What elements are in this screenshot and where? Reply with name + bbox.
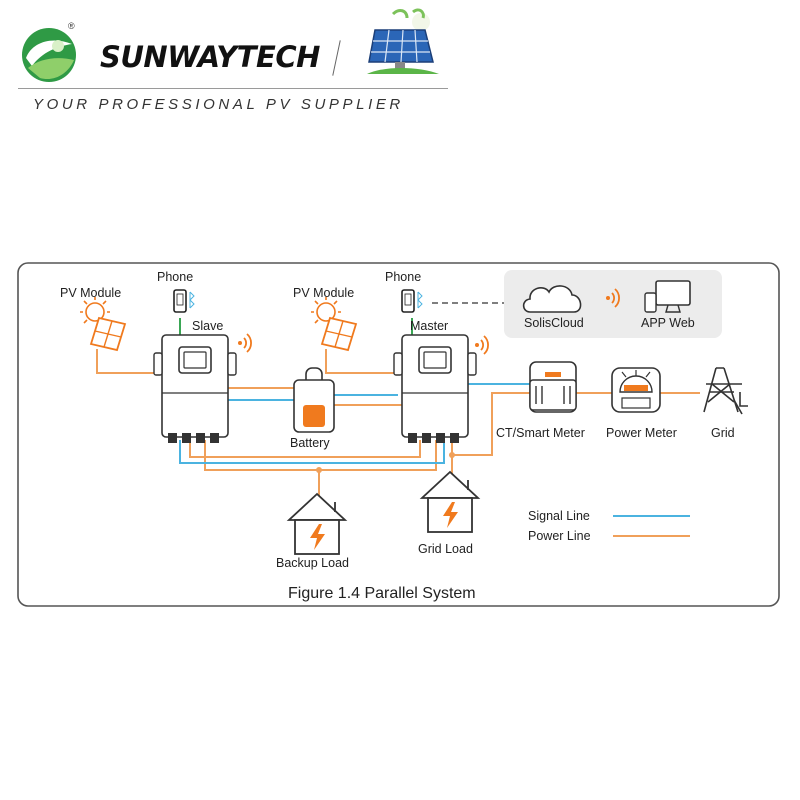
solar-panel-logo-icon (367, 8, 439, 74)
power-meter-label: Power Meter (606, 426, 677, 440)
slave-inverter-icon (153, 334, 237, 444)
brand-header: ® SUNWAYTECH YOUR PROFESSIONAL PV SUPPLI… (18, 8, 448, 118)
registered-mark: ® (68, 21, 75, 31)
phone-right-label: Phone (385, 270, 421, 284)
smart-meter-icon (529, 361, 577, 413)
brand-tagline: YOUR PROFESSIONAL PV SUPPLIER (33, 96, 404, 113)
app-web-label: APP Web (641, 316, 695, 330)
app-web-icon (644, 280, 691, 313)
junction-dot (316, 467, 322, 473)
pv-module-right-label: PV Module (293, 286, 354, 300)
phone-left-label: Phone (157, 270, 193, 284)
sunwaytech-logo-icon (22, 28, 76, 82)
ct-smart-meter-label: CT/Smart Meter (496, 426, 585, 440)
battery-icon (293, 367, 335, 433)
signal-line-legend-label: Signal Line (528, 509, 590, 523)
battery-label: Battery (290, 436, 330, 450)
solis-cloud-label: SolisCloud (524, 316, 584, 330)
grid-tower-icon (703, 367, 748, 415)
grid-label: Grid (711, 426, 735, 440)
cloud-icon (522, 285, 582, 313)
figure-caption: Figure 1.4 Parallel System (288, 585, 476, 602)
junction-dot (449, 452, 455, 458)
brand-name: SUNWAYTECH (100, 40, 320, 74)
signal-lines (179, 383, 530, 464)
slave-label: Slave (192, 319, 223, 333)
master-label: Master (410, 319, 448, 333)
master-inverter-icon (393, 334, 477, 444)
grid-load-label: Grid Load (418, 542, 473, 556)
power-lines (96, 349, 700, 515)
pv-module-left-label: PV Module (60, 286, 121, 300)
power-line-legend-label: Power Line (528, 529, 591, 543)
brand-divider (18, 88, 448, 89)
power-meter-icon (611, 367, 661, 413)
backup-load-label: Backup Load (276, 556, 349, 570)
